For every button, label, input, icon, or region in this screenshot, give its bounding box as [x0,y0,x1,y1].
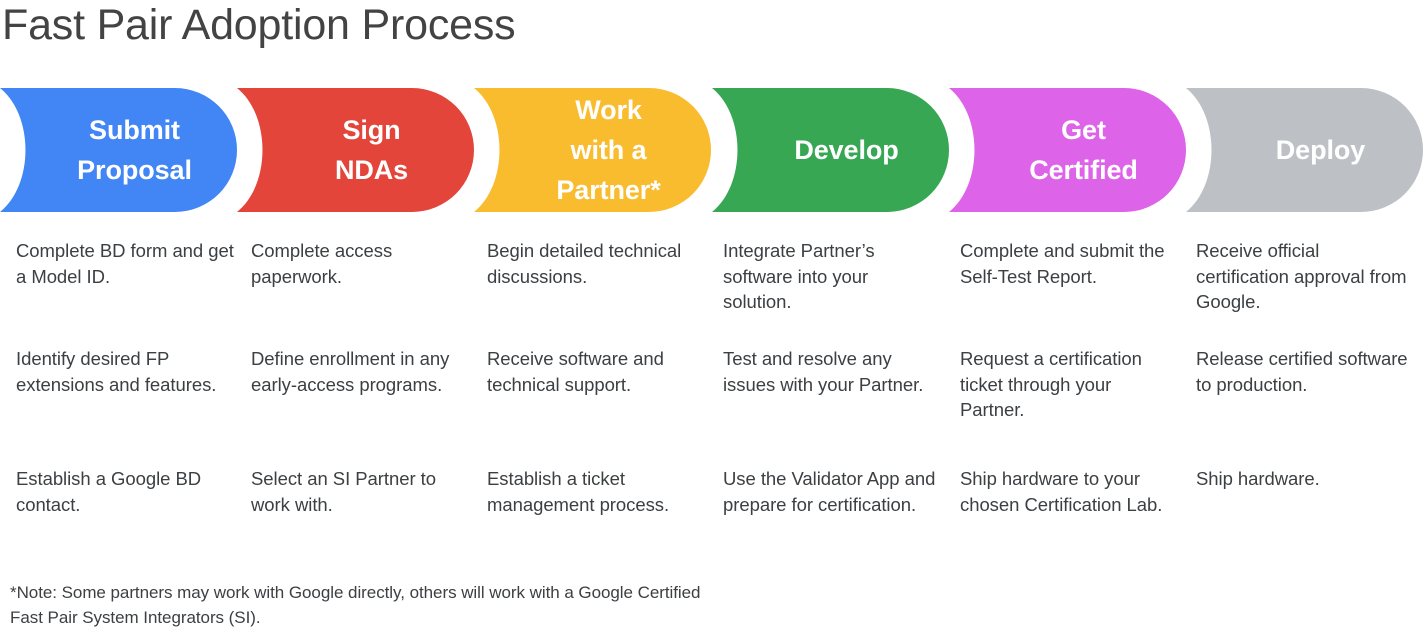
stage-item: Select an SI Partner to work with. [251,468,436,515]
stage-banner-label-line: NDAs [334,155,409,185]
banner-shape-sign-ndas [237,88,474,212]
stage-banner-label-deploy: Deploy [1186,130,1423,170]
stage-item: Receive official certification approval … [1196,240,1407,312]
stage-item: Complete and submit the Self-Test Report… [960,240,1165,287]
banner-shape-develop [712,88,949,212]
stage-item: Complete access paperwork. [251,240,393,287]
stage-banner-label-line: Deploy [1275,135,1366,165]
stage-item: Receive software and technical support. [487,348,664,395]
stage-banner-label-line: Sign [342,115,401,145]
stage-item: Ship hardware. [1196,468,1320,489]
stage-item: Ship hardware to your chosen Certificati… [960,468,1163,515]
stage-banner-work-with-a-partner[interactable]: Work with a Partner* [474,88,711,212]
stage-banner-label-line: Get [1061,115,1106,145]
stage-banner-develop[interactable]: Develop [712,88,949,212]
banner-shape-submit-proposal [0,88,237,212]
stage-banner-label-line: Develop [794,135,899,165]
stage-item: Establish a ticket management process. [487,468,670,515]
stage-banner-deploy[interactable]: Deploy [1186,88,1423,212]
stage-banner-label-develop: Develop [712,130,949,170]
stage-banner-label-line: Submit [89,115,180,145]
stage-text-grid: Complete BD form and get a Model ID. Iden… [0,238,1423,558]
stage-banner-label-line: Partner* [556,175,661,205]
stage-banner-label-line: with a [570,135,647,165]
banner-shape-deploy [1186,88,1423,212]
stage-item: Begin detailed technical discussions. [487,240,682,287]
stage-item: Test and resolve any issues with your Pa… [723,348,924,395]
stage-banner-label-line: Work [575,95,642,125]
stage-item: Identify desired FP extensions and featu… [16,348,217,395]
stage-item: Integrate Partner’s software into your s… [723,240,875,312]
stage-item: Use the Validator App and prepare for ce… [723,468,936,515]
stage-banner-label-line: Certified [1029,155,1138,185]
stage-item: Define enrollment in any early-access pr… [251,348,450,395]
banner-shape-get-certified [949,88,1186,212]
stage-item: Establish a Google BD contact. [16,468,202,515]
banner-shape-work-with-a-partner [474,88,711,212]
stage-item: Release certified software to production… [1196,348,1408,395]
page-title: Fast Pair Adoption Process [2,1,516,49]
stage-item: Request a certification ticket through y… [960,348,1142,420]
stage-banner-label-line: Proposal [77,155,192,185]
footnote-text: *Note: Some partners may work with Googl… [10,583,701,627]
stage-item: Complete BD form and get a Model ID. [16,240,234,287]
stage-banner-label-work-with-a-partner: Work with a Partner* [474,90,711,210]
